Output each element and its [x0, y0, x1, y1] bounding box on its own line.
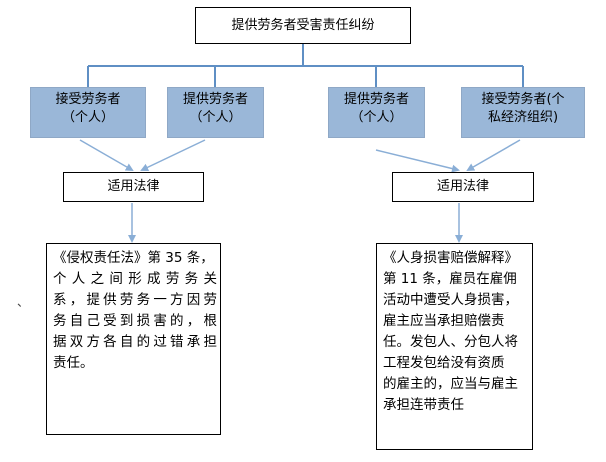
arrow-left-2 — [140, 139, 206, 172]
arrows — [79, 139, 521, 243]
party-4-line1: 接受劳务者(个 — [481, 92, 565, 107]
right-text-line: 的雇主的，应当与雇主 — [383, 376, 518, 392]
party-1-line2: （个人） — [61, 110, 114, 125]
left-text-line: 系，提供劳务一方因劳 — [53, 292, 217, 308]
party-2-line2: （个人） — [189, 110, 242, 125]
party-4-line2: 私经济组织) — [487, 110, 559, 125]
left-text-line: 《侵权责任法》第 35 条， — [53, 250, 214, 266]
right-text-line: 活动中遭受人身损害， — [383, 292, 518, 308]
right-text-line: 第 11 条，雇员在雇佣 — [383, 271, 517, 287]
right-text-line: 《人身损害赔偿解释》 — [383, 250, 518, 266]
right-text-line: 工程发包给没有资质 — [383, 355, 505, 371]
left-text-line: 据双方各自的过错承担 — [53, 334, 217, 350]
law-box-right: 适用法律 — [392, 172, 534, 202]
stray-mark: 、 — [17, 295, 30, 309]
law-label-right: 适用法律 — [436, 179, 489, 194]
arrow-right-1 — [375, 149, 460, 173]
party-box-2: 提供劳务者 （个人） — [167, 87, 264, 138]
left-text-line: 务自己受到损害的，根 — [53, 313, 217, 329]
arrow-right-2 — [466, 139, 521, 171]
left-text-line: 责任。 — [53, 355, 94, 371]
right-text-line: 任。发包人、分包人将 — [383, 334, 518, 350]
root-label: 提供劳务者受害责任纠纷 — [231, 17, 375, 33]
party-3-line1: 提供劳务者 — [343, 92, 409, 107]
law-label-left: 适用法律 — [107, 179, 160, 194]
party-box-3: 提供劳务者 （个人） — [328, 87, 425, 138]
root-box: 提供劳务者受害责任纠纷 — [195, 7, 411, 44]
right-text-line: 承担连带责任 — [383, 397, 464, 413]
tree-lines — [87, 44, 524, 87]
party-2-line1: 提供劳务者 — [182, 92, 248, 107]
right-text-line: 雇主应当承担赔偿责 — [383, 313, 505, 329]
left-text-line: 个人之间形成劳务关 — [53, 271, 217, 287]
law-box-left: 适用法律 — [63, 172, 204, 202]
arrow-left-1 — [79, 139, 134, 171]
party-box-4: 接受劳务者(个 私经济组织) — [461, 87, 585, 138]
party-3-line2: （个人） — [350, 110, 403, 125]
party-box-1: 接受劳务者 （个人） — [30, 87, 146, 138]
party-1-line1: 接受劳务者 — [55, 92, 121, 107]
left-description-box: 《侵权责任法》第 35 条， 个人之间形成劳务关 系，提供劳务一方因劳 务自己受… — [46, 243, 221, 435]
right-description-box: 《人身损害赔偿解释》 第 11 条，雇员在雇佣 活动中遭受人身损害， 雇主应当承… — [376, 243, 533, 450]
